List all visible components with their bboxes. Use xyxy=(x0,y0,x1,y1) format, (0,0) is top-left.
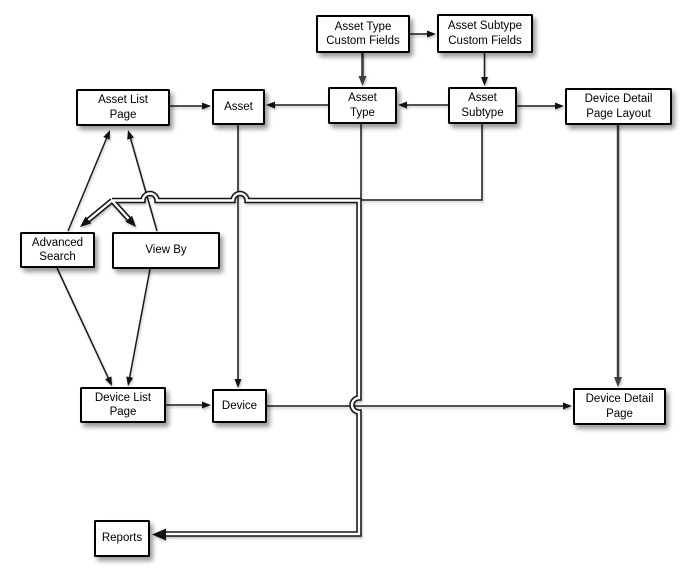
arrowhead xyxy=(266,101,275,109)
node-device-detail-page-layout: Device Detail Page Layout xyxy=(565,88,672,125)
node-device: Device xyxy=(212,389,267,423)
arrowhead xyxy=(103,130,110,140)
double-connector-core-branch-1 xyxy=(85,199,113,223)
arrowhead xyxy=(563,402,572,410)
node-view-by: View By xyxy=(112,232,220,269)
node-asset-type-custom-fields: Asset Type Custom Fields xyxy=(316,15,410,53)
arrowhead-double-advanced-search xyxy=(80,216,92,227)
arrowhead xyxy=(427,30,436,38)
node-asset-type: Asset Type xyxy=(328,87,397,124)
arrowhead xyxy=(234,379,242,388)
double-connector-core-branch-2 xyxy=(111,199,133,223)
arrowhead xyxy=(481,77,488,86)
node-asset-subtype-custom-fields: Asset Subtype Custom Fields xyxy=(437,14,533,53)
edge-view-by-to-alp xyxy=(129,137,158,232)
edge-advanced-search-to-alp xyxy=(67,137,108,232)
double-connector-core xyxy=(112,192,361,536)
arrowhead xyxy=(358,76,367,86)
arrowhead-double-view-by xyxy=(125,215,136,227)
arrowhead xyxy=(614,377,622,387)
node-device-list-page: Device List Page xyxy=(80,387,166,423)
node-asset: Asset xyxy=(212,89,265,125)
arrowhead xyxy=(105,376,112,386)
arrowhead xyxy=(126,376,134,386)
arrowhead xyxy=(202,102,211,110)
node-asset-list-page: Asset List Page xyxy=(76,89,170,126)
edge-advanced-search-to-dlp xyxy=(56,267,110,380)
node-reports: Reports xyxy=(94,520,150,557)
node-asset-subtype: Asset Subtype xyxy=(448,87,517,124)
edge-asset-subtype-stub xyxy=(361,124,483,201)
node-advanced-search: Advanced Search xyxy=(20,232,95,268)
arrowhead xyxy=(555,102,564,110)
node-device-detail-page: Device Detail Page xyxy=(573,388,666,425)
arrowhead xyxy=(202,401,211,409)
arrowhead xyxy=(127,130,134,140)
edge-view-by-to-dlp xyxy=(128,268,151,379)
arrowhead-double-reports xyxy=(152,528,166,541)
arrowhead xyxy=(398,101,407,109)
